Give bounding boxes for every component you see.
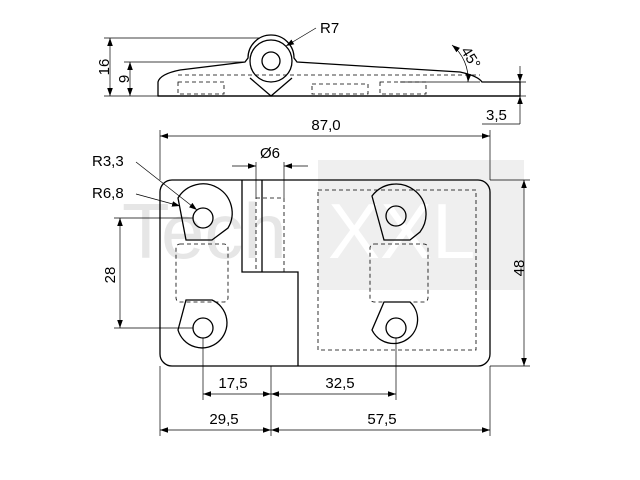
leader-r33 (135, 161, 198, 211)
leader-r68 (135, 193, 181, 207)
boss-bottom-left (177, 299, 228, 349)
dim-length-total: 87,0 (311, 117, 340, 134)
side-hidden-right-b (379, 81, 427, 95)
boss-bottom-right (371, 301, 419, 345)
pocket-right (317, 189, 477, 351)
hinge-outline (159, 179, 491, 367)
dim-radius-hole: R3,3 (92, 153, 124, 170)
dim-hole-spacing-vertical: 28 (102, 267, 119, 284)
dim-radius-boss: R6,8 (92, 185, 124, 202)
side-view-outline (157, 34, 521, 97)
dim-leaf-left-width: 29,5 (209, 411, 238, 428)
watermark-right: XXL (328, 187, 475, 275)
top-view: 87,0 Ø6 R3,3 R6,8 28 48 17,5 32,5 (92, 117, 530, 436)
watermark-left: Tech (122, 187, 287, 275)
dim-width-total: 48 (511, 260, 528, 277)
hole-top-right (385, 205, 407, 227)
dim-radius-knuckle: R7 (320, 20, 339, 37)
knuckle-pin-circle (261, 51, 281, 71)
dim-thickness: 3,5 (486, 107, 507, 124)
hole-bottom-left (192, 317, 214, 339)
dim-hole-spacing-right: 32,5 (325, 375, 354, 392)
pin-hidden (255, 197, 285, 273)
dim-height-leaf: 9 (116, 75, 133, 83)
boss-top-right (371, 183, 427, 241)
knuckle-outer-circle (249, 39, 293, 83)
dim-height-total: 16 (96, 59, 113, 76)
pocket-right-slot (369, 243, 429, 303)
pocket-left (175, 243, 229, 303)
dim-leaf-right-width: 57,5 (367, 411, 396, 428)
hole-bottom-right (385, 317, 407, 339)
dim-hole-offset-left: 17,5 (218, 375, 247, 392)
dim-angle: 45° (457, 44, 483, 72)
side-hidden-right-a (311, 83, 369, 95)
dim-pin-diameter: Ø6 (260, 145, 280, 162)
angle-arc (451, 44, 472, 83)
boss-top-left (177, 183, 233, 241)
knuckle-notch (249, 77, 293, 97)
leader-r7 (285, 27, 317, 47)
side-view: 16 9 R7 45° 3,5 (96, 20, 526, 125)
side-hidden-left (177, 81, 225, 95)
